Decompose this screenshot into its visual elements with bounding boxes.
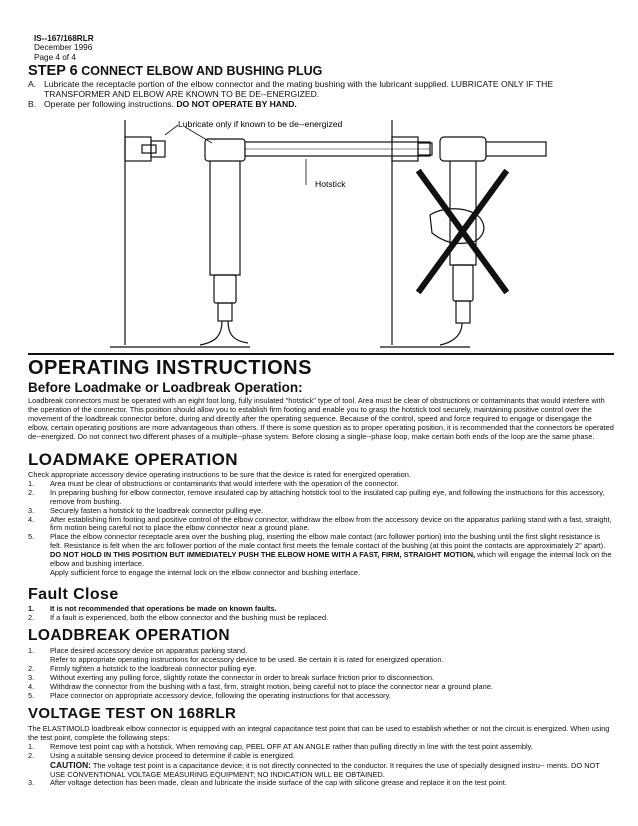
step-title: CONNECT ELBOW AND BUSHING PLUG — [81, 64, 323, 78]
document-header: IS--167/168RLR December 1996 Page 4 of 4 — [34, 34, 94, 62]
item-b-label: B. — [28, 98, 37, 109]
elbow-connector-illustration: Lubricate only if known to be de--energi… — [110, 119, 547, 348]
loadmake-note: DO NOT HOLD IN THIS POSITION BUT IMMEDIA… — [50, 550, 612, 569]
step-number: STEP 6 — [28, 63, 78, 79]
voltage-test-title: VOLTAGE TEST ON 168RLR — [28, 705, 237, 722]
before-operation-title: Before Loadmake or Loadbreak Operation: — [28, 380, 303, 395]
list-item: 2.Using a suitable sensing device procee… — [28, 750, 295, 760]
list-item: 3.After voltage detection has been made,… — [28, 778, 507, 788]
callout-hotstick: Hotstick — [315, 179, 346, 189]
loadmake-intro: Check appropriate accessory device opera… — [28, 470, 411, 479]
loadbreak-item-1-sub: Refer to appropriate operating instructi… — [50, 654, 444, 664]
step-6-instructions: A. Lubricate the receptacle portion of th… — [28, 79, 614, 109]
callout-lubricate: Lubricate only if known to be de--energi… — [178, 119, 343, 129]
list-item: 4.Withdraw the connector from the bushin… — [28, 681, 493, 691]
list-item: 1.Area must be clear of obstructions or … — [28, 478, 399, 488]
item-b-warning: DO NOT OPERATE BY HAND. — [176, 98, 297, 109]
voltage-test-list: The ELASTIMOLD loadbreak elbow connector… — [28, 724, 614, 788]
caution-note: CAUTION: The voltage test point is a cap… — [50, 759, 600, 779]
list-item: 5.Place the elbow connector receptacle a… — [28, 532, 606, 551]
list-item: 1.It is not recommended that operations … — [28, 604, 277, 613]
operating-instructions-title: OPERATING INSTRUCTIONS — [28, 357, 312, 379]
list-item: 2.Firmly tighten a hotstick to the loadb… — [28, 663, 257, 673]
list-item: 5.Place connector on appropriate accesso… — [28, 690, 391, 700]
fault-close-list: 1.It is not recommended that operations … — [28, 604, 614, 623]
before-operation-text: Loadbreak connectors must be operated wi… — [28, 396, 614, 441]
fault-close-title: Fault Close — [28, 586, 119, 603]
list-item: 1.Remove test point cap with a hotstick.… — [28, 741, 533, 751]
list-item: 2.If a fault is experienced, both the el… — [28, 612, 329, 622]
document-id: IS--167/168RLR — [34, 34, 94, 43]
list-item: 3.Securely fasten a hotstick to the load… — [28, 505, 264, 515]
loadmake-list: Check appropriate accessory device opera… — [28, 470, 614, 578]
step-6-heading: STEP 6 CONNECT ELBOW AND BUSHING PLUG — [28, 63, 322, 79]
loadbreak-title: LOADBREAK OPERATION — [28, 627, 230, 644]
list-item: 1.Place desired accessory device on appa… — [28, 646, 248, 655]
loadmake-title: LOADMAKE OPERATION — [28, 450, 238, 469]
list-item: 3.Without exerting any pulling force, sl… — [28, 672, 435, 682]
list-item: 2.In preparing bushing for elbow connect… — [28, 487, 605, 506]
section-divider — [28, 353, 614, 355]
loadmake-note-2: Apply sufficient force to engage the int… — [50, 567, 361, 577]
item-a-text: Lubricate the receptacle portion of the … — [44, 79, 554, 99]
item-b-text: Operate per following instructions. — [44, 98, 174, 109]
document-date: December 1996 — [34, 43, 93, 53]
loadbreak-list: 1.Place desired accessory device on appa… — [28, 646, 614, 700]
page-number: Page 4 of 4 — [34, 52, 76, 62]
voltage-intro: The ELASTIMOLD loadbreak elbow connector… — [28, 724, 610, 742]
list-item: 4.After establishing firm footing and po… — [28, 514, 612, 533]
item-a-label: A. — [28, 79, 37, 89]
